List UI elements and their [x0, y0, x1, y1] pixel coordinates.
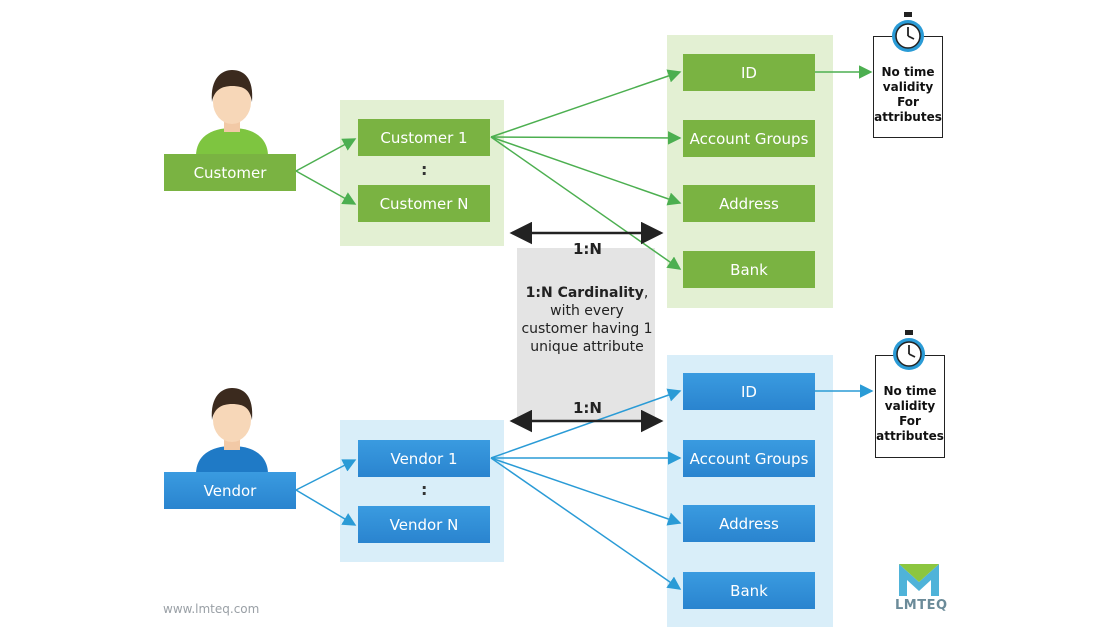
brand-name: LMTEQ	[895, 598, 948, 613]
note-line: validity	[882, 80, 934, 94]
person-icon	[196, 388, 268, 474]
person-icon	[196, 70, 268, 156]
customer-entity-separator: :	[421, 160, 428, 179]
website-url: www.lmteq.com	[163, 602, 260, 616]
lmteq-logo-icon	[899, 564, 939, 596]
arrow-customer1-to-bank	[490, 136, 682, 270]
note-line: For	[897, 95, 919, 109]
arrow-vendor-to-vendorN	[295, 489, 357, 526]
relation-label-bottom: 1:N	[573, 399, 602, 417]
vendor-attribute-id: ID	[683, 373, 815, 410]
cardinality-rest: , with every customer having 1 unique at…	[521, 285, 653, 355]
arrow-vendor1-to-address	[490, 457, 682, 526]
customer-note: No time validity For attributes	[873, 36, 943, 138]
arrow-customer1-to-accountgroups	[490, 131, 682, 145]
customer-attribute-bank: Bank	[683, 251, 815, 288]
note-line: No time	[883, 384, 937, 398]
stopwatch-icon	[892, 12, 924, 52]
vendor-attribute-bank: Bank	[683, 572, 815, 609]
note-line: No time	[881, 65, 935, 79]
note-line: For	[899, 414, 921, 428]
customer-attribute-id: ID	[683, 54, 815, 91]
vendor-actor-label: Vendor	[164, 472, 296, 509]
stopwatch-icon	[893, 330, 925, 370]
arrow-customer1-to-id	[490, 69, 682, 138]
note-line: validity	[884, 399, 936, 413]
customer-arrows	[295, 65, 873, 270]
vendor-entity-1: Vendor 1	[358, 440, 490, 477]
vendor-note: No time validity For attributes	[875, 355, 945, 458]
customer-entity-n: Customer N	[358, 185, 490, 222]
cardinality-description: 1:N Cardinality, with every customer hav…	[517, 284, 657, 356]
customer-attribute-account-groups: Account Groups	[683, 120, 815, 157]
arrow-vendor-to-vendor1	[295, 459, 357, 491]
arrow-customer-to-customerN	[295, 170, 357, 205]
note-line: attributes	[874, 110, 942, 124]
note-line: attributes	[876, 429, 944, 443]
customer-entity-1: Customer 1	[358, 119, 490, 156]
arrow-customer-to-customer1	[295, 138, 357, 172]
customer-attribute-address: Address	[683, 185, 815, 222]
arrow-vendor1-to-bank	[490, 457, 682, 590]
cardinality-bold: 1:N Cardinality	[525, 285, 644, 301]
cardinality-card	[517, 248, 655, 420]
vendor-entity-separator: :	[421, 480, 428, 499]
relation-label-top: 1:N	[573, 240, 602, 258]
vendor-entity-n: Vendor N	[358, 506, 490, 543]
vendor-attribute-address: Address	[683, 505, 815, 542]
arrow-customer1-to-address	[490, 136, 682, 206]
vendor-attribute-account-groups: Account Groups	[683, 440, 815, 477]
customer-actor-label: Customer	[164, 154, 296, 191]
